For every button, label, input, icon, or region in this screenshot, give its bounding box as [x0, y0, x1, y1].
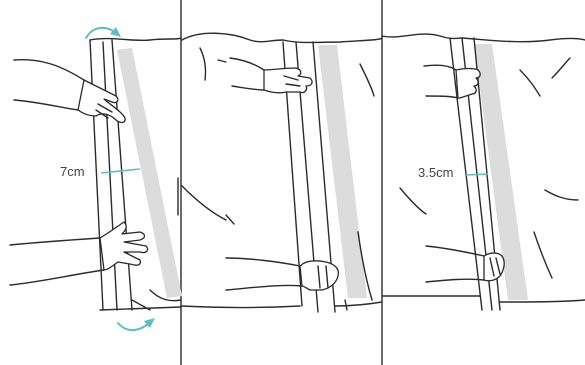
arrow-head: [110, 27, 121, 37]
fold-band: [318, 45, 367, 298]
step-1-panel: 7cm: [10, 27, 182, 330]
hand-upper: [78, 80, 125, 122]
hand-upper: [456, 69, 480, 99]
curved-arrow-icon: [118, 322, 150, 330]
hand-lower: [100, 222, 148, 270]
measure-line: [101, 169, 140, 173]
measure-label: 7cm: [60, 164, 85, 179]
step-3-panel: 3.5cm: [382, 34, 585, 310]
step-2-panel: [182, 33, 382, 312]
measure-label: 3.5cm: [418, 165, 453, 180]
measure-line: [466, 174, 488, 175]
hand-upper: [264, 68, 312, 93]
